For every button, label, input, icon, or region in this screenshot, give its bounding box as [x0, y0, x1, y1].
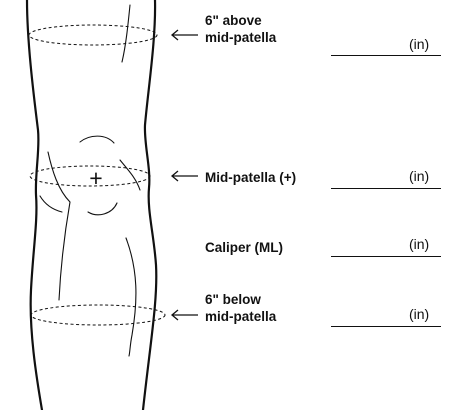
label-6-below-line-2: mid-patella	[205, 308, 276, 325]
input-line-6-above[interactable]	[331, 55, 441, 56]
leg-outline-right	[143, 0, 156, 410]
label-6-below: 6" below mid-patella	[205, 291, 276, 325]
arrow-above-icon	[172, 30, 198, 40]
unit-caliper: (in)	[409, 236, 429, 252]
label-caliper: Caliper (ML)	[205, 239, 283, 256]
girth-ellipse-below	[31, 305, 165, 325]
unit-mid-patella: (in)	[409, 168, 429, 184]
input-line-mid-patella[interactable]	[331, 188, 441, 189]
patella-top-arc	[80, 136, 114, 143]
input-line-caliper[interactable]	[331, 256, 441, 257]
label-6-above: 6" above mid-patella	[205, 12, 276, 46]
label-6-above-line-1: 6" above	[205, 12, 276, 29]
patella-bottom-arc	[88, 203, 117, 215]
girth-ellipse-above	[29, 25, 157, 45]
label-caliper-line-1: Caliper (ML)	[205, 239, 283, 256]
arrow-mid-icon	[172, 171, 198, 181]
knee-line-right	[120, 160, 140, 190]
leg-outline-left	[27, 0, 42, 410]
knee-line-left	[48, 152, 70, 300]
patella-marker: +	[89, 165, 102, 191]
label-6-above-line-2: mid-patella	[205, 29, 276, 46]
label-mid-patella: Mid-patella (+)	[205, 169, 296, 186]
unit-6-below: (in)	[409, 306, 429, 322]
thigh-inner-line	[122, 5, 130, 62]
label-mid-patella-line-1: Mid-patella (+)	[205, 169, 296, 186]
label-6-below-line-1: 6" below	[205, 291, 276, 308]
arrow-below-icon	[172, 310, 198, 320]
shin-line	[126, 238, 136, 356]
knee-line-left-outer	[40, 196, 62, 212]
unit-6-above: (in)	[409, 36, 429, 52]
input-line-6-below[interactable]	[331, 326, 441, 327]
